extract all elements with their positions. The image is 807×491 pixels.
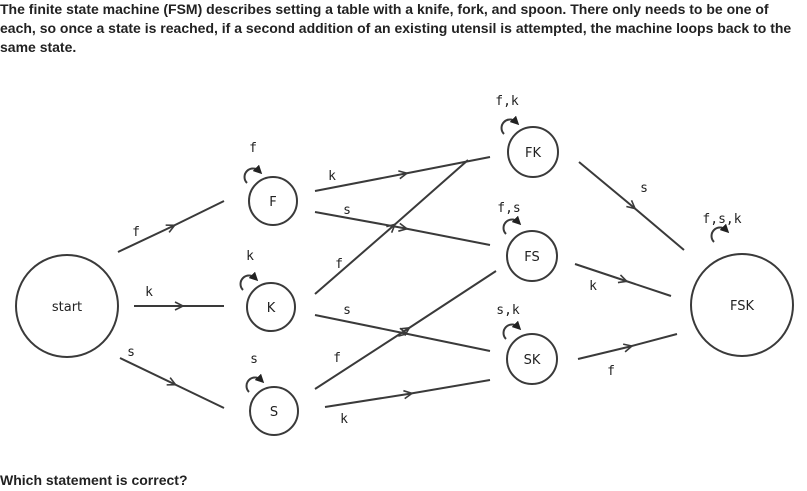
state-name-FK: FK xyxy=(525,146,541,161)
loop-labels: f k s f,k f,s s,k f,s,k xyxy=(246,94,742,367)
edge-F-FS xyxy=(314,211,491,246)
edge-label-K-FK: f xyxy=(335,257,343,272)
edge-label-start-K: k xyxy=(145,285,153,300)
state-F xyxy=(248,176,298,226)
states xyxy=(15,126,794,436)
intro-text: The finite state machine (FSM) describes… xyxy=(0,1,792,55)
edge-FK-FSK xyxy=(578,161,685,251)
state-name-F: F xyxy=(269,195,276,210)
loop-label-S: s xyxy=(250,352,258,367)
edge-label-start-F: f xyxy=(132,225,140,240)
state-FK xyxy=(507,126,559,178)
state-FS xyxy=(506,230,558,282)
edge-S-FS xyxy=(314,270,497,390)
edge-label-K-SK: s xyxy=(343,303,351,318)
state-name-S: S xyxy=(270,405,278,420)
state-name-SK: SK xyxy=(524,353,541,368)
state-SK xyxy=(506,333,558,385)
loop-FS xyxy=(502,215,522,235)
edge-F-FK xyxy=(314,156,491,192)
loop-label-FSK: f,s,k xyxy=(702,212,741,227)
question-text: Which statement is correct? xyxy=(0,472,188,488)
edge-label-S-SK: k xyxy=(340,412,348,427)
loop-SK xyxy=(502,320,522,340)
edge-label-S-FS: f xyxy=(333,351,341,366)
state-name-start: start xyxy=(52,300,82,315)
loop-FK xyxy=(500,115,520,135)
loop-K xyxy=(239,271,259,291)
edge-label-start-S: s xyxy=(127,345,135,360)
edge-start-F xyxy=(117,200,225,253)
state-K xyxy=(246,282,296,332)
loop-label-K: k xyxy=(246,249,254,264)
state-name-K: K xyxy=(267,301,276,316)
transition-edges xyxy=(117,156,685,409)
loop-label-FS: f,s xyxy=(497,201,520,216)
state-start xyxy=(15,254,119,358)
self-loops xyxy=(239,115,730,393)
loop-F xyxy=(243,164,263,184)
loop-label-F: f xyxy=(249,141,257,156)
edge-start-S xyxy=(119,357,225,409)
loop-label-FK: f,k xyxy=(495,94,519,109)
state-S xyxy=(249,386,299,436)
state-names: start F K S FK FS SK FSK xyxy=(52,146,755,420)
loop-S xyxy=(245,373,265,393)
loop-label-SK: s,k xyxy=(496,303,520,318)
edge-label-F-FS: s xyxy=(343,203,351,218)
state-name-FS: FS xyxy=(524,250,540,265)
edge-S-SK xyxy=(324,379,491,408)
loop-FSK xyxy=(710,223,730,243)
edge-SK-FSK xyxy=(577,333,678,360)
edge-label-SK-FSK: f xyxy=(607,364,615,379)
edge-K-FK xyxy=(314,159,469,295)
edge-label-FK-FSK: s xyxy=(640,181,648,196)
edge-label-F-FK: k xyxy=(328,169,336,184)
state-FSK xyxy=(690,253,794,357)
edge-FS-FSK xyxy=(574,263,672,297)
transition-labels: f k s k s f s f k s k f xyxy=(127,169,648,427)
state-name-FSK: FSK xyxy=(730,299,755,314)
edge-label-FS-FSK: k xyxy=(589,279,597,294)
